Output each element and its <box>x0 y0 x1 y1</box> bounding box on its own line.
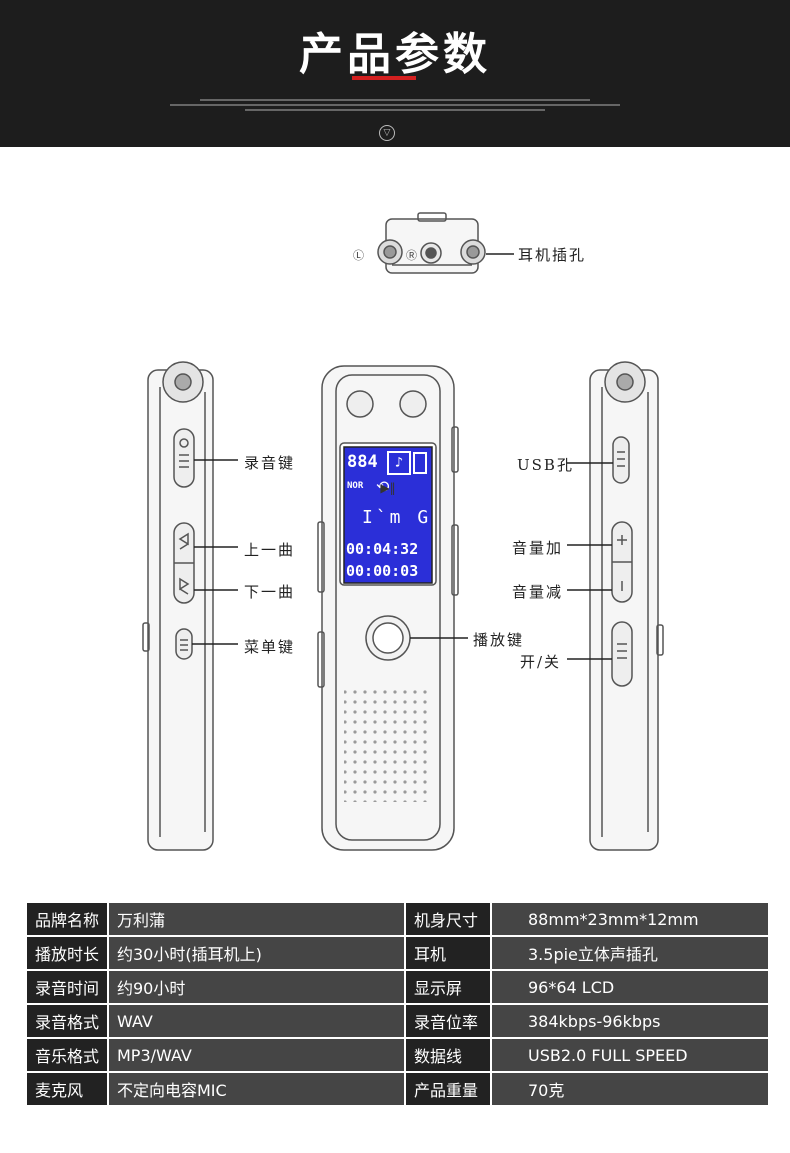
callout-power-switch: 开/关 <box>520 653 562 671</box>
spec-value: 88mm*23mm*12mm <box>490 901 770 937</box>
spec-label: 产品重量 <box>404 1071 492 1107</box>
header-banner: 产品参数 ▽ <box>0 0 790 147</box>
spec-label: 显示屏 <box>404 969 492 1005</box>
right-side-view <box>567 361 664 851</box>
table-row: 录音时间 约90小时 显示屏 96*64 LCD <box>25 969 770 1005</box>
table-row: 品牌名称 万利蒲 机身尺寸 88mm*23mm*12mm <box>25 901 770 937</box>
play-pause-button[interactable]: ▶‖ <box>380 481 396 495</box>
table-row: 麦克风 不定向电容MIC 产品重量 70克 <box>25 1071 770 1107</box>
lcd-time-elapsed: 00:04:32 <box>346 540 419 558</box>
callout-volume-up: 音量加 <box>512 539 564 557</box>
device-illustration <box>142 212 664 851</box>
device-diagram: 884 ♪ NOR ⟲ I`m G 00:04:32 00:00:03 Ⓛ Ⓡ … <box>0 147 790 887</box>
spec-label: 麦克风 <box>25 1071 109 1107</box>
spec-value: 万利蒲 <box>107 901 406 937</box>
right-channel-mic-icon: Ⓡ <box>406 249 417 262</box>
callout-volume-down: 音量减 <box>512 583 564 601</box>
spec-value: MP3/WAV <box>107 1037 406 1073</box>
spec-value: 3.5pie立体声插孔 <box>490 935 770 971</box>
title-underline <box>352 76 416 80</box>
left-side-view <box>142 361 238 851</box>
spec-value: WAV <box>107 1003 406 1039</box>
callout-menu-key: 菜单键 <box>244 638 296 656</box>
spec-value: 不定向电容MIC <box>107 1071 406 1107</box>
front-view <box>317 365 468 851</box>
spec-label: 机身尺寸 <box>404 901 492 937</box>
decorative-fine-print <box>170 96 620 116</box>
callout-prev-track: 上一曲 <box>244 541 296 559</box>
spec-label: 录音位率 <box>404 1003 492 1039</box>
spec-label: 播放时长 <box>25 935 109 971</box>
spec-label: 音乐格式 <box>25 1037 109 1073</box>
table-row: 播放时长 约30小时(插耳机上) 耳机 3.5pie立体声插孔 <box>25 935 770 971</box>
battery-icon <box>413 452 427 474</box>
spec-value: 70克 <box>490 1071 770 1107</box>
callout-next-track: 下一曲 <box>244 583 296 601</box>
lcd-time-total: 00:00:03 <box>346 562 419 580</box>
spec-label: 数据线 <box>404 1037 492 1073</box>
spec-label: 录音时间 <box>25 969 109 1005</box>
chevron-down-icon: ▽ <box>379 125 395 141</box>
lcd-mode-label: NOR <box>347 481 364 491</box>
spec-label: 耳机 <box>404 935 492 971</box>
callout-play-key: 播放键 <box>473 631 525 649</box>
lcd-track-text: I`m G <box>362 507 432 528</box>
callout-record-key: 录音键 <box>244 454 296 472</box>
spec-value: 96*64 LCD <box>490 969 770 1005</box>
left-channel-mic-icon: Ⓛ <box>353 249 364 262</box>
callout-usb-port: USB孔 <box>517 456 574 474</box>
music-note-icon: ♪ <box>387 451 411 475</box>
repeat-icon: ⟲ <box>376 477 390 496</box>
table-row: 录音格式 WAV 录音位率 384kbps-96kbps <box>25 1003 770 1039</box>
lcd-screen: 884 ♪ NOR ⟲ I`m G 00:04:32 00:00:03 <box>344 447 432 583</box>
spec-value: 384kbps-96kbps <box>490 1003 770 1039</box>
spec-value: 约30小时(插耳机上) <box>107 935 406 971</box>
spec-label: 录音格式 <box>25 1003 109 1039</box>
callout-earphone-jack: 耳机插孔 <box>518 246 587 264</box>
spec-label: 品牌名称 <box>25 901 109 937</box>
lcd-top-readout: 884 <box>347 452 378 472</box>
table-row: 音乐格式 MP3/WAV 数据线 USB2.0 FULL SPEED <box>25 1037 770 1073</box>
top-view <box>377 212 514 274</box>
spec-value: USB2.0 FULL SPEED <box>490 1037 770 1073</box>
spec-table: 品牌名称 万利蒲 机身尺寸 88mm*23mm*12mm 播放时长 约30小时(… <box>25 901 770 1107</box>
page-title: 产品参数 <box>299 29 491 80</box>
spec-value: 约90小时 <box>107 969 406 1005</box>
